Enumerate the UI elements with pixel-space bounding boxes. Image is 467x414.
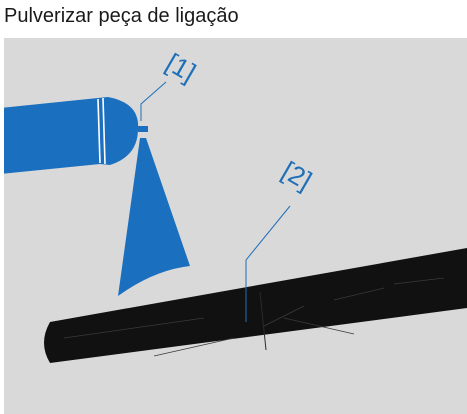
callout-1: [1] (140, 47, 201, 121)
illustration-canvas: [1] [2] (4, 38, 467, 414)
title-bar: Pulverizar peça de ligação (0, 0, 467, 38)
callout-1-label: [1] (161, 47, 201, 87)
callout-1-leader (140, 81, 167, 121)
spray-illustration: [1] [2] (4, 47, 467, 363)
callout-2-label: [2] (277, 155, 317, 195)
hose-icon (44, 248, 467, 363)
callout-2-leader (245, 205, 291, 322)
spray-cone-icon (118, 138, 190, 296)
page-title: Pulverizar peça de ligação (4, 5, 239, 27)
spray-nozzle-icon (4, 97, 148, 174)
